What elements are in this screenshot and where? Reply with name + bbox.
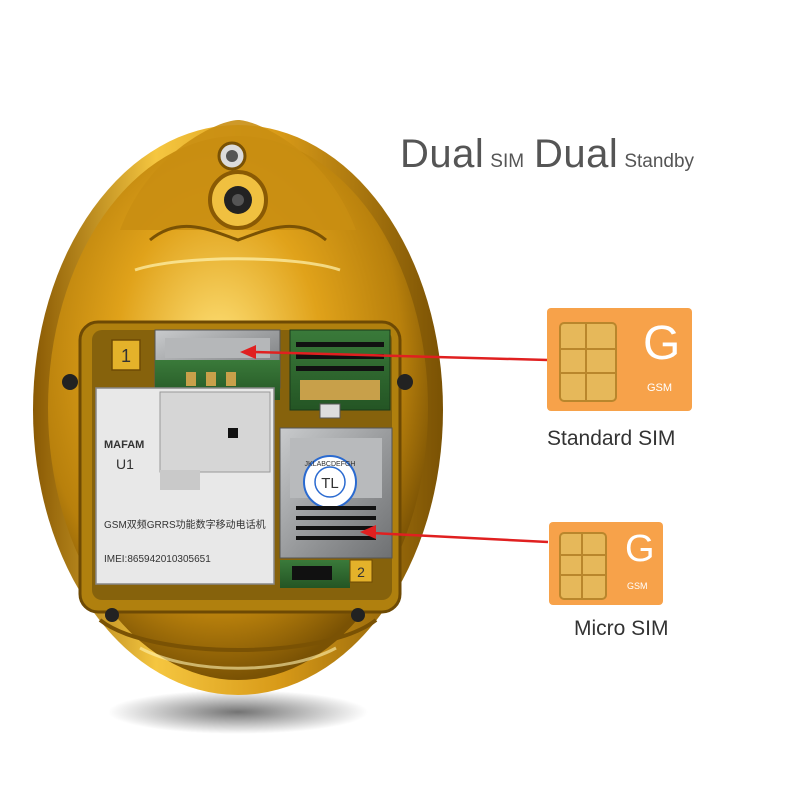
slot-badge: TL xyxy=(321,475,339,492)
slot-number-1: 1 xyxy=(121,346,131,366)
sim-card-icon: G GSM xyxy=(549,522,663,605)
sim-card-icon: G GSM xyxy=(547,308,692,411)
sim-micro-letter: G xyxy=(625,528,655,570)
title-dual-2: Dual xyxy=(534,132,619,176)
slot-number-2: 2 xyxy=(357,564,365,580)
module-model: U1 xyxy=(116,456,134,472)
slot-badge-ring: JKLABCDEFGH xyxy=(305,461,356,468)
title-standby: Standby xyxy=(624,151,695,172)
sim-chip-icon xyxy=(559,532,607,600)
sim-standard-network: GSM xyxy=(647,382,673,394)
module-imei: IMEI:865942010305651 xyxy=(104,554,211,565)
sim-standard-letter: G xyxy=(643,317,681,370)
title-dual-1: Dual xyxy=(400,132,485,176)
sim-chip-icon xyxy=(559,322,617,402)
sim-micro-network: GSM xyxy=(627,581,648,591)
arrow-icon xyxy=(240,345,549,544)
micro-sim-label: Micro SIM xyxy=(574,617,669,640)
standard-sim-label: Standard SIM xyxy=(547,427,676,450)
module-brand: MAFAM xyxy=(104,439,144,451)
module-description: GSM双频GRRS功能数字移动电话机 xyxy=(104,518,266,531)
title-sim: SIM xyxy=(490,151,525,172)
